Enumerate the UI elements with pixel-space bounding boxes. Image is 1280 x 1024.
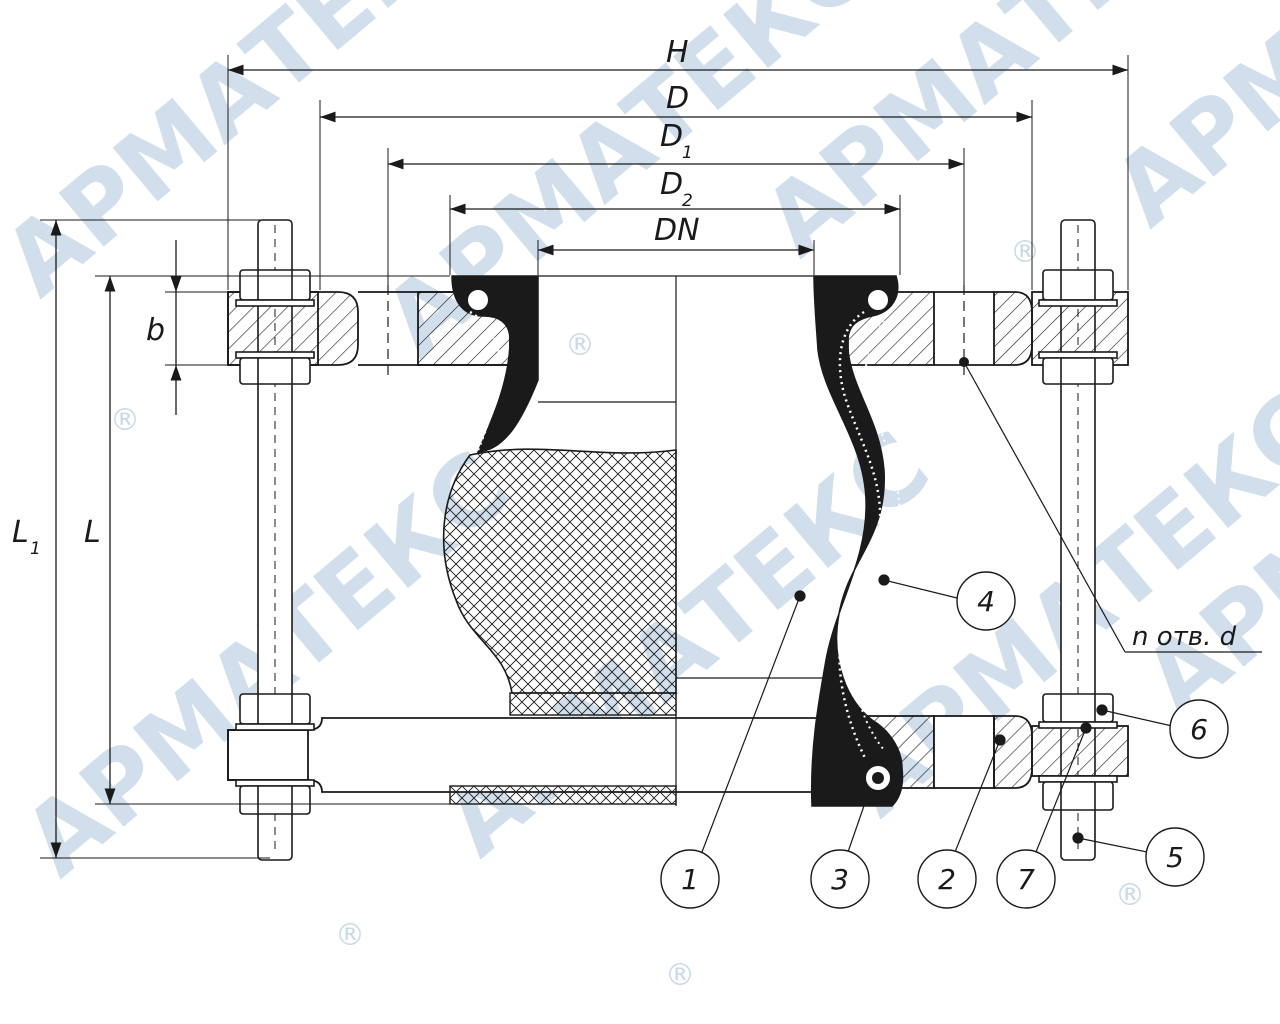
dim-label-L1: L (12, 515, 29, 550)
dim-label-DN: DN (654, 213, 700, 248)
dim-label-D1-subscript: 1 (682, 143, 693, 163)
dim-label-D1: D (660, 119, 683, 154)
dim-label-H: H (666, 35, 689, 70)
callout-7-label: 7 (1017, 863, 1035, 896)
callout-leaders (701, 574, 1173, 853)
nut-top-left (235, 269, 315, 385)
callout-3: 3 (810, 849, 870, 909)
watermark-text: АРМАТЕКС (1093, 0, 1280, 248)
nut-bottom-right (1038, 693, 1118, 811)
dim-label-D2-subscript: 2 (682, 191, 693, 211)
extension-lines (40, 55, 1129, 859)
top-flange (227, 285, 1129, 375)
callout-2-label: 2 (938, 863, 956, 896)
dim-label-D2: D (660, 167, 683, 202)
registered-mark: ® (1115, 878, 1145, 913)
rubber-bellows (442, 275, 904, 807)
registered-mark: ® (565, 328, 595, 363)
bolt-hole-note-text: n отв. d (1132, 622, 1237, 652)
callout-6-label: 6 (1190, 713, 1208, 746)
center-lines (538, 275, 824, 806)
callout-6: 6 (1169, 699, 1229, 759)
dimension-lines (50, 64, 1128, 858)
registered-mark: ® (665, 958, 695, 993)
nut-bottom-left (235, 693, 315, 815)
dim-label-L1-subscript: 1 (30, 539, 41, 559)
registered-mark: ® (110, 403, 140, 438)
dim-label-b: b (146, 313, 165, 348)
bolt-hole-note: n отв. d (963, 361, 1262, 653)
callouts: 1 2 3 4 5 6 7 (660, 571, 1229, 909)
nuts (235, 269, 1118, 815)
callout-2: 2 (917, 849, 977, 909)
callout-4: 4 (956, 571, 1016, 631)
callout-5-label: 5 (1166, 841, 1184, 874)
callout-4-label: 4 (977, 585, 995, 618)
registered-mark: ® (1010, 235, 1040, 270)
callout-1: 1 (660, 849, 720, 909)
callout-5: 5 (1145, 827, 1205, 887)
callout-7: 7 (996, 849, 1056, 909)
callout-3-label: 3 (831, 863, 849, 896)
dim-label-D: D (666, 81, 689, 116)
callout-1-label: 1 (681, 863, 699, 896)
bottom-flange (227, 715, 1129, 805)
dimension-labels: H D D 1 D 2 DN b L L 1 (12, 35, 700, 559)
nut-top-right (1038, 269, 1118, 385)
registered-mark: ® (335, 918, 365, 953)
dim-label-L: L (84, 515, 101, 550)
